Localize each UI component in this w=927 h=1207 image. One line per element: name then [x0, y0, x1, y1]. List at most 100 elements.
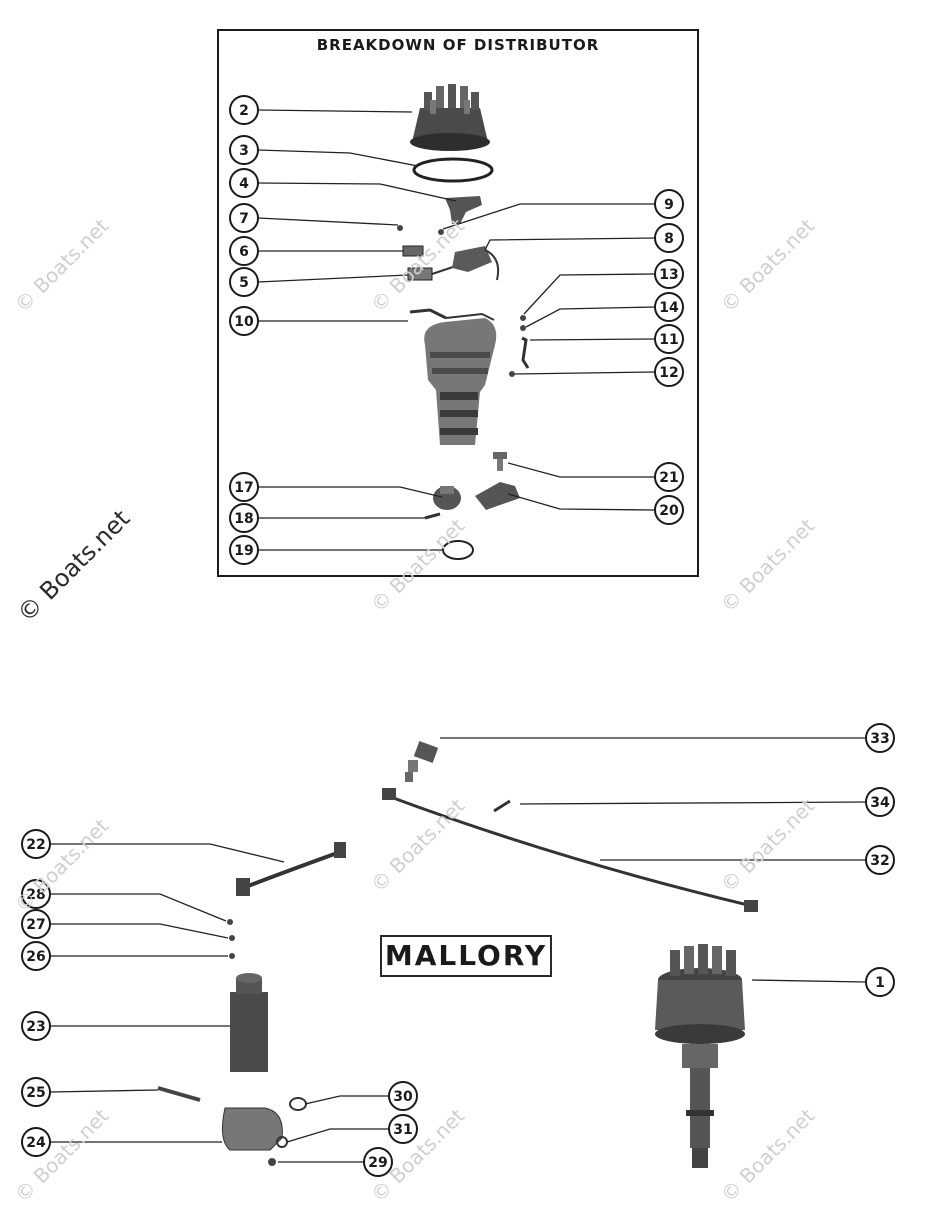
part-cap-gasket [412, 157, 494, 183]
callout-circle [229, 168, 259, 198]
callout-circle [21, 879, 51, 909]
callout-number: 26 [26, 949, 45, 965]
callout-30: 30 [304, 1081, 418, 1111]
callout-circle [654, 189, 684, 219]
leader-line [519, 801, 867, 805]
callout-number: 27 [26, 917, 45, 933]
callout-circle [229, 267, 259, 297]
callout-19: 19 [229, 535, 443, 565]
callout-8: 8 [484, 223, 684, 253]
callout-1: 1 [751, 967, 895, 997]
diagram-title: BREAKDOWN OF DISTRIBUTOR [316, 36, 600, 54]
callout-circle [654, 495, 684, 525]
callout-number: 18 [234, 511, 253, 527]
callout-number: 6 [239, 244, 249, 260]
part-screw-13 [520, 315, 526, 321]
callout-circle [229, 306, 259, 336]
callout-circle [229, 203, 259, 233]
callout-number: 2 [239, 103, 249, 119]
callout-18: 18 [229, 503, 425, 533]
leader-line [257, 109, 413, 113]
callout-4: 4 [229, 168, 457, 202]
distributor-breakdown-frame [217, 29, 699, 577]
callout-circle [363, 1147, 393, 1177]
leader-line [514, 371, 656, 375]
callout-number: 34 [870, 795, 890, 811]
leader-line [50, 843, 285, 863]
callout-number: 31 [393, 1122, 412, 1138]
leader-line [525, 306, 656, 328]
leader-line [523, 273, 656, 315]
callout-circle [388, 1081, 418, 1111]
callout-number: 9 [664, 197, 674, 213]
part-distributor-cap [410, 84, 490, 151]
callout-31: 31 [286, 1114, 418, 1144]
callout-32: 32 [600, 845, 895, 875]
leader-line [257, 217, 399, 226]
callout-2: 2 [229, 95, 413, 125]
callout-23: 23 [21, 1011, 230, 1041]
part-high-tension-lead [382, 788, 758, 912]
callout-28: 28 [21, 879, 227, 922]
leader-line [304, 1095, 389, 1105]
callout-29: 29 [278, 1147, 393, 1177]
part-washer-26 [229, 953, 235, 959]
callout-number: 3 [239, 143, 249, 159]
callout-circle [229, 236, 259, 266]
callout-21: 21 [507, 462, 684, 492]
callout-34: 34 [519, 787, 895, 817]
callout-number: 20 [659, 503, 679, 519]
callout-number: 8 [664, 231, 674, 247]
callout-circle [865, 967, 895, 997]
callout-17: 17 [229, 472, 443, 502]
callout-number: 21 [659, 470, 678, 486]
callout-6: 6 [229, 236, 403, 266]
callout-circle [21, 829, 51, 859]
callout-circle [229, 95, 259, 125]
callout-12: 12 [514, 357, 684, 387]
leader-line [49, 1089, 159, 1093]
callout-circle [865, 723, 895, 753]
part-sensor [405, 741, 439, 782]
callout-number: 11 [659, 332, 678, 348]
leader-line [442, 203, 655, 230]
callout-number: 5 [239, 275, 249, 291]
callout-number: 33 [870, 731, 889, 747]
callout-number: 17 [234, 480, 253, 496]
callout-circle [229, 503, 259, 533]
part-breaker-points [452, 246, 500, 281]
callout-number: 25 [26, 1085, 45, 1101]
callout-10: 10 [229, 306, 408, 336]
callout-circle [229, 535, 259, 565]
callout-number: 13 [659, 267, 678, 283]
part-ignition-coil [230, 973, 268, 1072]
callout-25: 25 [21, 1077, 159, 1107]
leader-line [257, 182, 457, 202]
callout-22: 22 [21, 829, 285, 863]
part-screw-7 [397, 225, 403, 231]
part-distributor-housing [409, 308, 497, 445]
callout-number: 19 [234, 543, 253, 559]
callout-number: 22 [26, 837, 45, 853]
callout-number: 1 [875, 975, 885, 991]
callout-33: 33 [440, 723, 895, 753]
callout-circle [654, 462, 684, 492]
part-washer-14 [520, 325, 526, 331]
leader-line [751, 979, 867, 983]
callout-circle [229, 472, 259, 502]
callout-11: 11 [529, 324, 684, 354]
callout-number: 4 [239, 176, 249, 192]
callout-13: 13 [523, 259, 684, 315]
part-gear-pin [424, 512, 441, 520]
callout-circle [654, 357, 684, 387]
callout-circle [21, 1011, 51, 1041]
leader-line [258, 486, 443, 498]
callout-circle [654, 324, 684, 354]
part-pin-34 [493, 799, 511, 813]
callout-7: 7 [229, 203, 399, 233]
leader-line [50, 923, 229, 939]
callout-9: 9 [442, 189, 684, 230]
part-distributor-assembly [655, 944, 745, 1168]
